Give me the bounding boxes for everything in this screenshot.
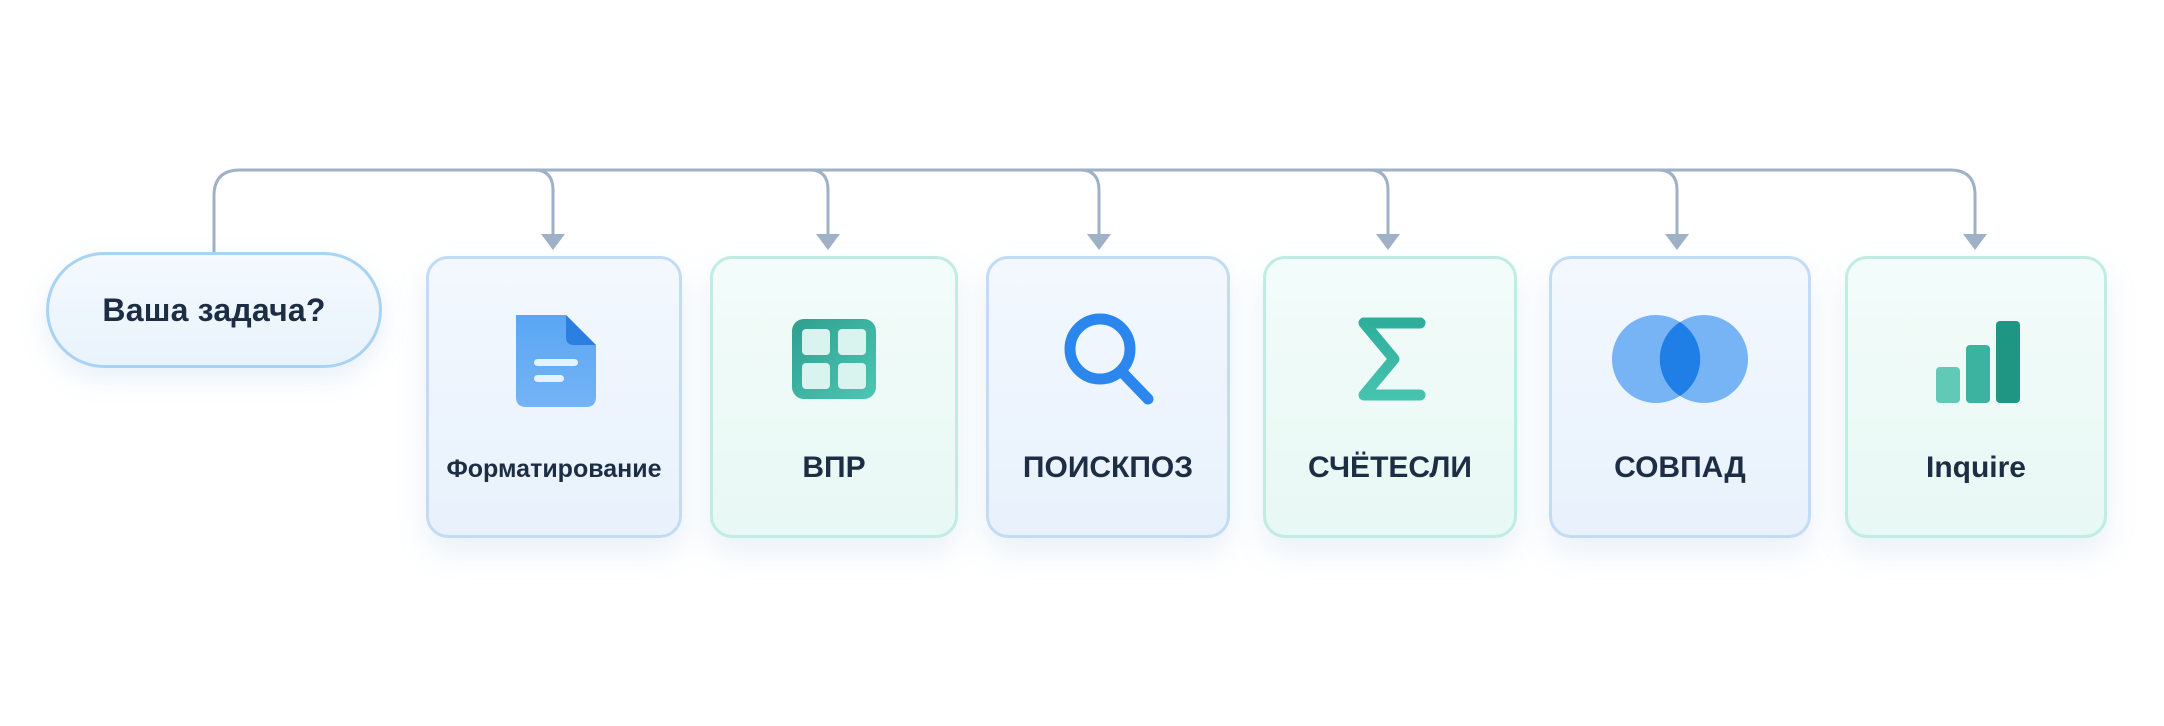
- sigma-icon: [1340, 309, 1440, 409]
- option-label: ВПР: [802, 451, 866, 484]
- option-label: Форматирование: [446, 455, 662, 483]
- option-label: СЧЁТЕСЛИ: [1308, 451, 1472, 484]
- option-card-exact[interactable]: СОВПАД: [1549, 256, 1811, 538]
- document-icon: [504, 309, 604, 409]
- option-card-inquire[interactable]: Inquire: [1845, 256, 2107, 538]
- table-grid-icon: [784, 309, 884, 409]
- branch-connector-exact: [1656, 168, 1679, 238]
- arrowhead-countif: [1376, 234, 1400, 250]
- venn-circles-icon: [1610, 309, 1750, 409]
- branch-connector-match: [1078, 168, 1101, 238]
- arrowhead-inquire: [1963, 234, 1987, 250]
- start-node[interactable]: Ваша задача?: [46, 252, 382, 368]
- option-card-countif[interactable]: СЧЁТЕСЛИ: [1263, 256, 1517, 538]
- option-label: ПОИСКПОЗ: [1022, 451, 1194, 484]
- magnifier-icon: [1058, 309, 1158, 409]
- branch-connector-vlookup: [808, 168, 830, 238]
- option-label: СОВПАД: [1614, 451, 1746, 484]
- arrowhead-formatting: [541, 234, 565, 250]
- arrowhead-vlookup: [816, 234, 840, 250]
- arrowhead-exact: [1665, 234, 1689, 250]
- branch-connector-countif: [1367, 168, 1390, 238]
- option-card-vlookup[interactable]: ВПР: [710, 256, 958, 538]
- trunk-connector: [212, 168, 1977, 254]
- option-card-match[interactable]: ПОИСКПОЗ: [986, 256, 1230, 538]
- option-label: Inquire: [1925, 451, 2026, 484]
- arrowhead-match: [1087, 234, 1111, 250]
- branch-connector-formatting: [532, 168, 555, 238]
- bar-chart-icon: [1926, 309, 2026, 409]
- option-card-formatting[interactable]: Форматирование: [426, 256, 682, 538]
- start-node-label: Ваша задача?: [102, 291, 326, 328]
